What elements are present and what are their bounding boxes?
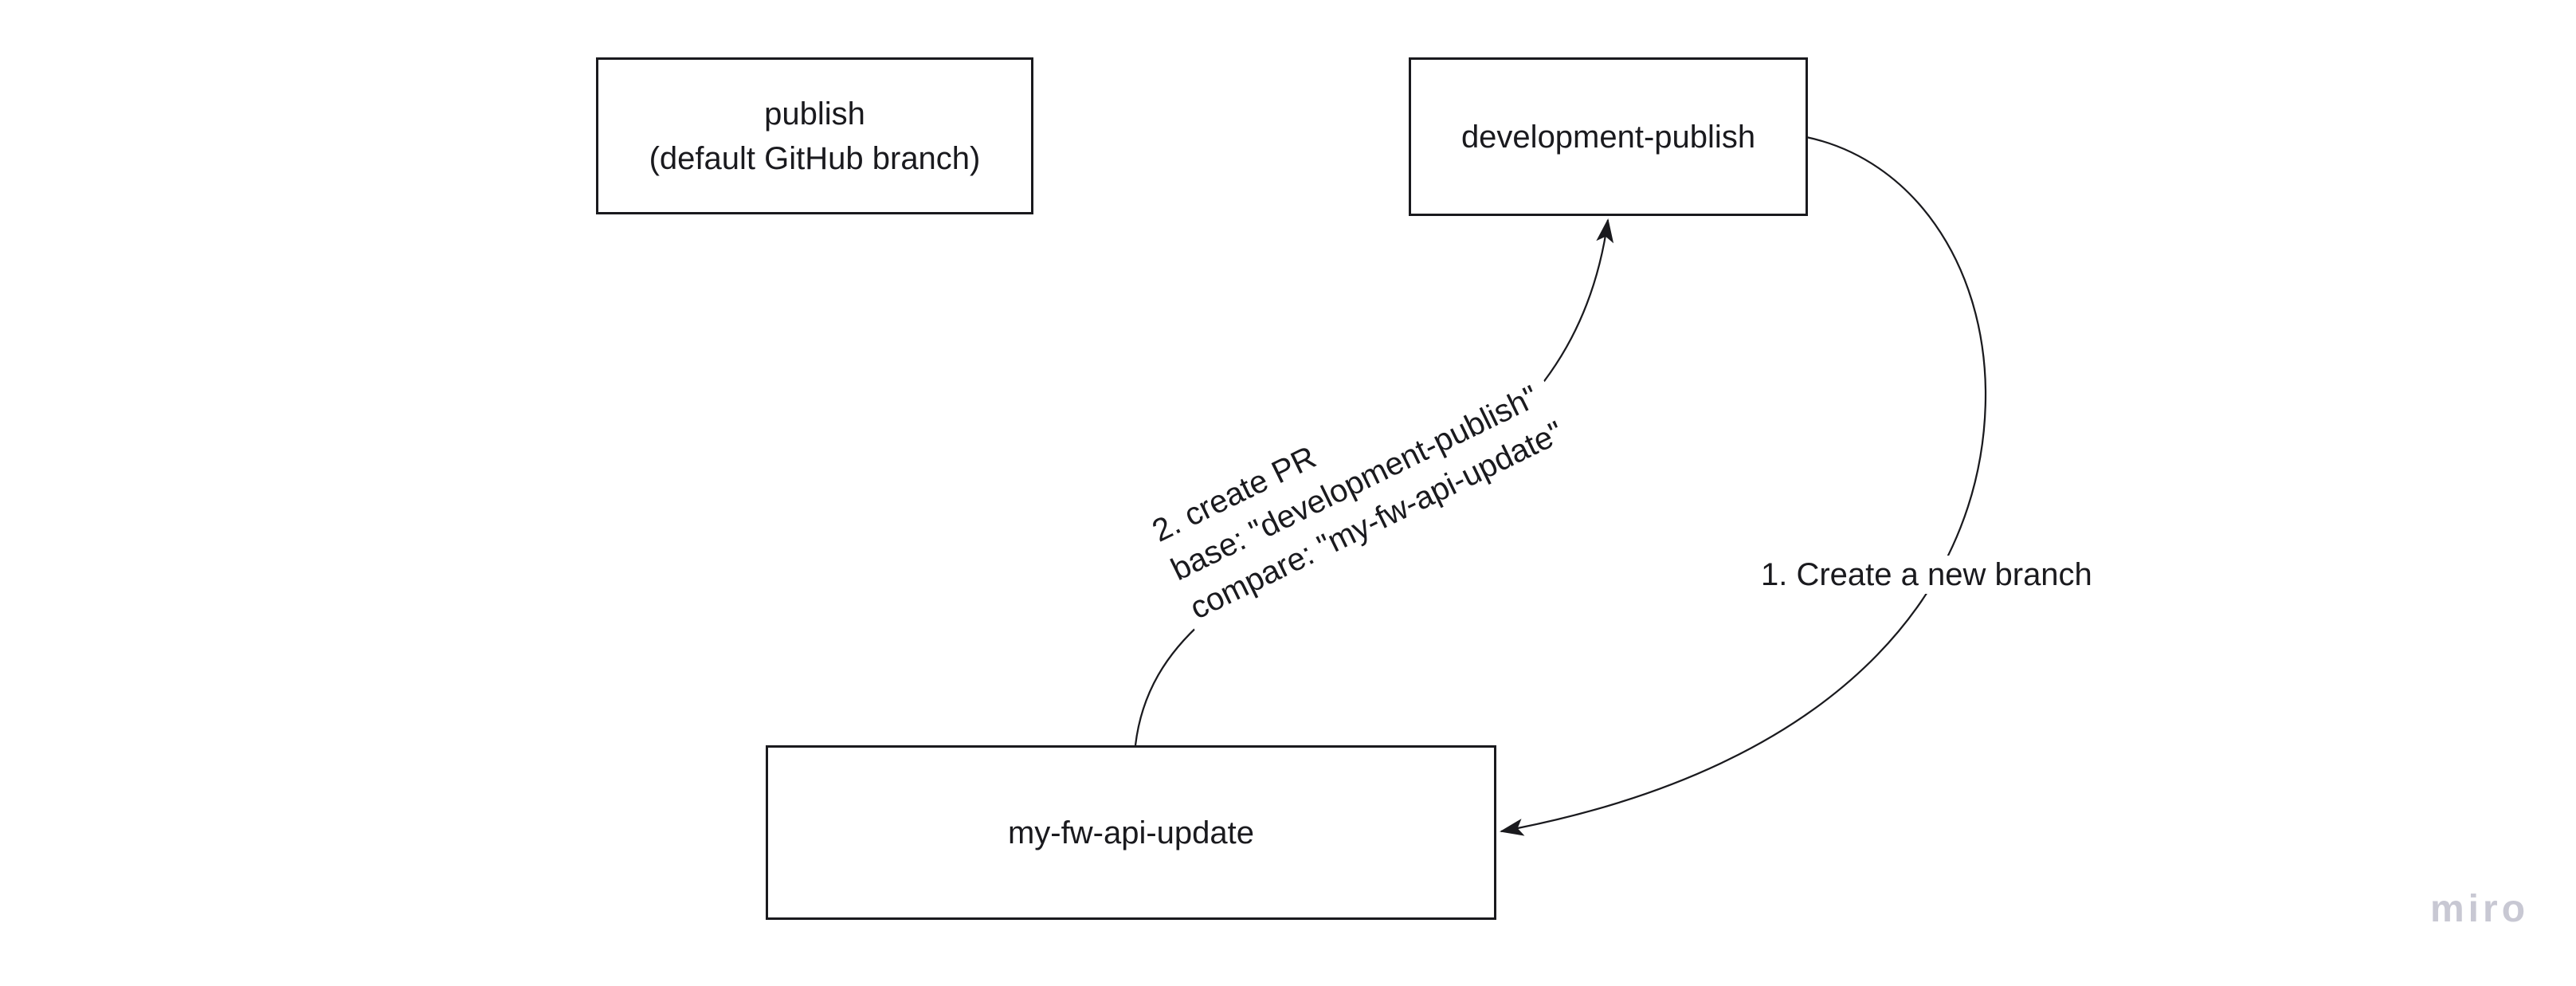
shape-label-line: my-fw-api-update	[1007, 815, 1254, 850]
shape-my-fw-api-update[interactable]: my-fw-api-update	[766, 745, 1496, 920]
shape-label-line: (default GitHub branch)	[649, 140, 981, 176]
shape-publish-default-branch[interactable]: publish (default GitHub branch)	[596, 57, 1033, 214]
shape-label-line: publish	[764, 96, 865, 132]
connector-create-branch[interactable]	[1500, 136, 1987, 836]
miro-watermark-logo: miro	[2430, 888, 2530, 930]
shape-development-publish[interactable]: development-publish	[1409, 57, 1808, 216]
connector-label-create-branch[interactable]: 1. Create a new branch	[1753, 556, 2100, 594]
shape-label-line: development-publish	[1461, 119, 1756, 155]
